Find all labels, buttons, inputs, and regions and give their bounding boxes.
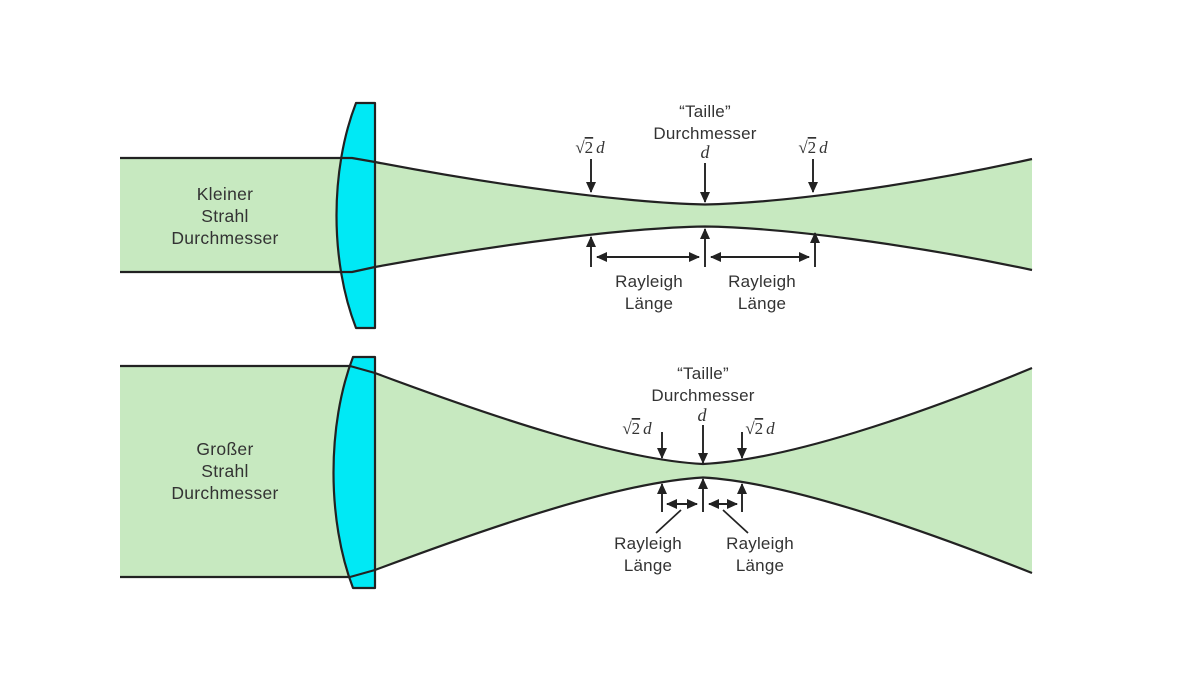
rayleigh-label-left: Länge [624, 556, 672, 575]
beam-size-label: Kleiner [197, 184, 254, 204]
leader-line-left [655, 509, 682, 534]
rayleigh-label-right: Länge [738, 294, 786, 313]
beam-edge-bottom [120, 225, 1033, 274]
beam-size-label: Durchmesser [171, 228, 278, 248]
rayleigh-label-right: Rayleigh [728, 272, 796, 291]
rayleigh-label-left: Rayleigh [615, 272, 683, 291]
beam-fill [120, 158, 1032, 272]
rayleigh-label-right: Länge [736, 556, 784, 575]
beam-fill [120, 366, 1032, 577]
rayleigh-label-right: Rayleigh [726, 534, 794, 553]
beam-edge-top [120, 156, 1033, 206]
waist-d-label: d [701, 142, 711, 162]
beam-edge-bottom [120, 476, 1033, 579]
waist-label: “Taille” [679, 102, 731, 121]
waist-label: “Taille” [677, 364, 729, 383]
rayleigh-label-left: Länge [625, 294, 673, 313]
rayleigh-label-left: Rayleigh [614, 534, 682, 553]
leader-line-right [722, 509, 749, 534]
waist-label: Durchmesser [651, 386, 754, 405]
lens [332, 355, 377, 590]
lens [335, 101, 377, 330]
waist-label: Durchmesser [653, 124, 756, 143]
large-beam-diagram: Großer Strahl Durchmesser “Taille” Durch… [120, 355, 1033, 590]
beam-size-label: Strahl [201, 461, 249, 481]
beam-size-label: Großer [196, 439, 253, 459]
waist-d-label: d [698, 405, 708, 425]
beam-size-label: Strahl [201, 206, 249, 226]
beam-size-label: Durchmesser [171, 483, 278, 503]
small-beam-diagram: Kleiner Strahl Durchmesser “Taille” Durc… [120, 101, 1033, 330]
